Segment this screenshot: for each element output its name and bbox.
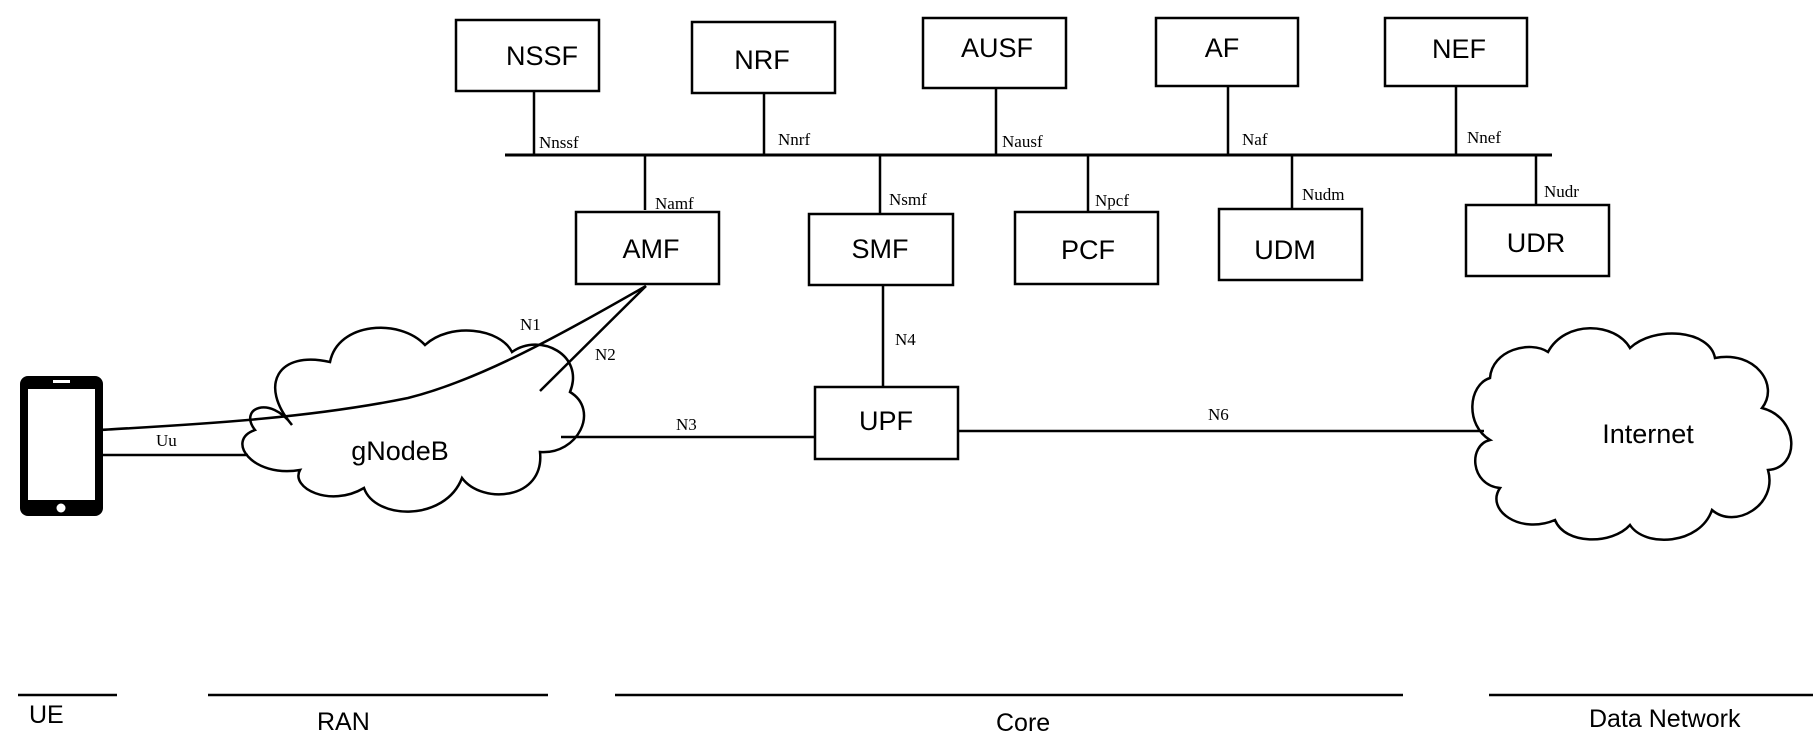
ausf-box: AUSF xyxy=(921,16,1068,90)
n3-label: N3 xyxy=(676,415,697,434)
nnrf-label: Nnrf xyxy=(778,130,810,149)
smf-label: SMF xyxy=(852,234,909,264)
pcf-box: PCF xyxy=(1013,210,1160,286)
nudm-label: Nudm xyxy=(1302,185,1345,204)
namf-label: Namf xyxy=(655,194,694,213)
internet-label: Internet xyxy=(1602,419,1694,449)
nrf-label: NRF xyxy=(734,45,790,75)
smartphone-icon xyxy=(20,376,103,516)
ausf-label: AUSF xyxy=(961,33,1033,63)
n4-label: N4 xyxy=(895,330,916,349)
uu-label: Uu xyxy=(156,431,177,450)
nsmf-label: Nsmf xyxy=(889,190,927,209)
nssf-label: NSSF xyxy=(506,41,578,71)
af-box: AF xyxy=(1154,16,1300,88)
ue-domain-label: UE xyxy=(29,701,64,729)
internet-cloud: Internet xyxy=(1471,327,1793,541)
af-label: AF xyxy=(1205,33,1240,63)
gnodeb-cloud: gNodeB xyxy=(241,326,586,513)
n6-label: N6 xyxy=(1208,405,1229,424)
pcf-label: PCF xyxy=(1061,235,1115,265)
npcf-label: Npcf xyxy=(1095,191,1129,210)
nef-box: NEF xyxy=(1383,16,1529,88)
udm-box: UDM xyxy=(1217,207,1364,282)
gnodeb-label: gNodeB xyxy=(351,436,449,466)
upf-label: UPF xyxy=(859,406,913,436)
udr-label: UDR xyxy=(1507,228,1566,258)
data-network-domain-label: Data Network xyxy=(1589,705,1741,733)
n1-link xyxy=(99,284,647,432)
core-domain-label: Core xyxy=(996,709,1050,737)
n2-label: N2 xyxy=(595,345,616,364)
nrf-box: NRF xyxy=(690,20,837,95)
ran-domain-label: RAN xyxy=(317,708,370,736)
smf-box: SMF xyxy=(807,212,955,287)
n1-label: N1 xyxy=(520,315,541,334)
nnef-label: Nnef xyxy=(1467,128,1501,147)
nssf-box: NSSF xyxy=(454,18,601,93)
nef-label: NEF xyxy=(1432,34,1486,64)
nausf-label: Nausf xyxy=(1002,132,1043,151)
nnssf-label: Nnssf xyxy=(539,133,579,152)
amf-label: AMF xyxy=(623,234,680,264)
nudr-label: Nudr xyxy=(1544,182,1579,201)
upf-box: UPF xyxy=(813,385,960,461)
udm-label: UDM xyxy=(1254,235,1316,265)
n2-link xyxy=(539,285,647,392)
udr-box: UDR xyxy=(1464,203,1611,278)
naf-label: Naf xyxy=(1242,130,1268,149)
amf-box: AMF xyxy=(574,210,721,286)
